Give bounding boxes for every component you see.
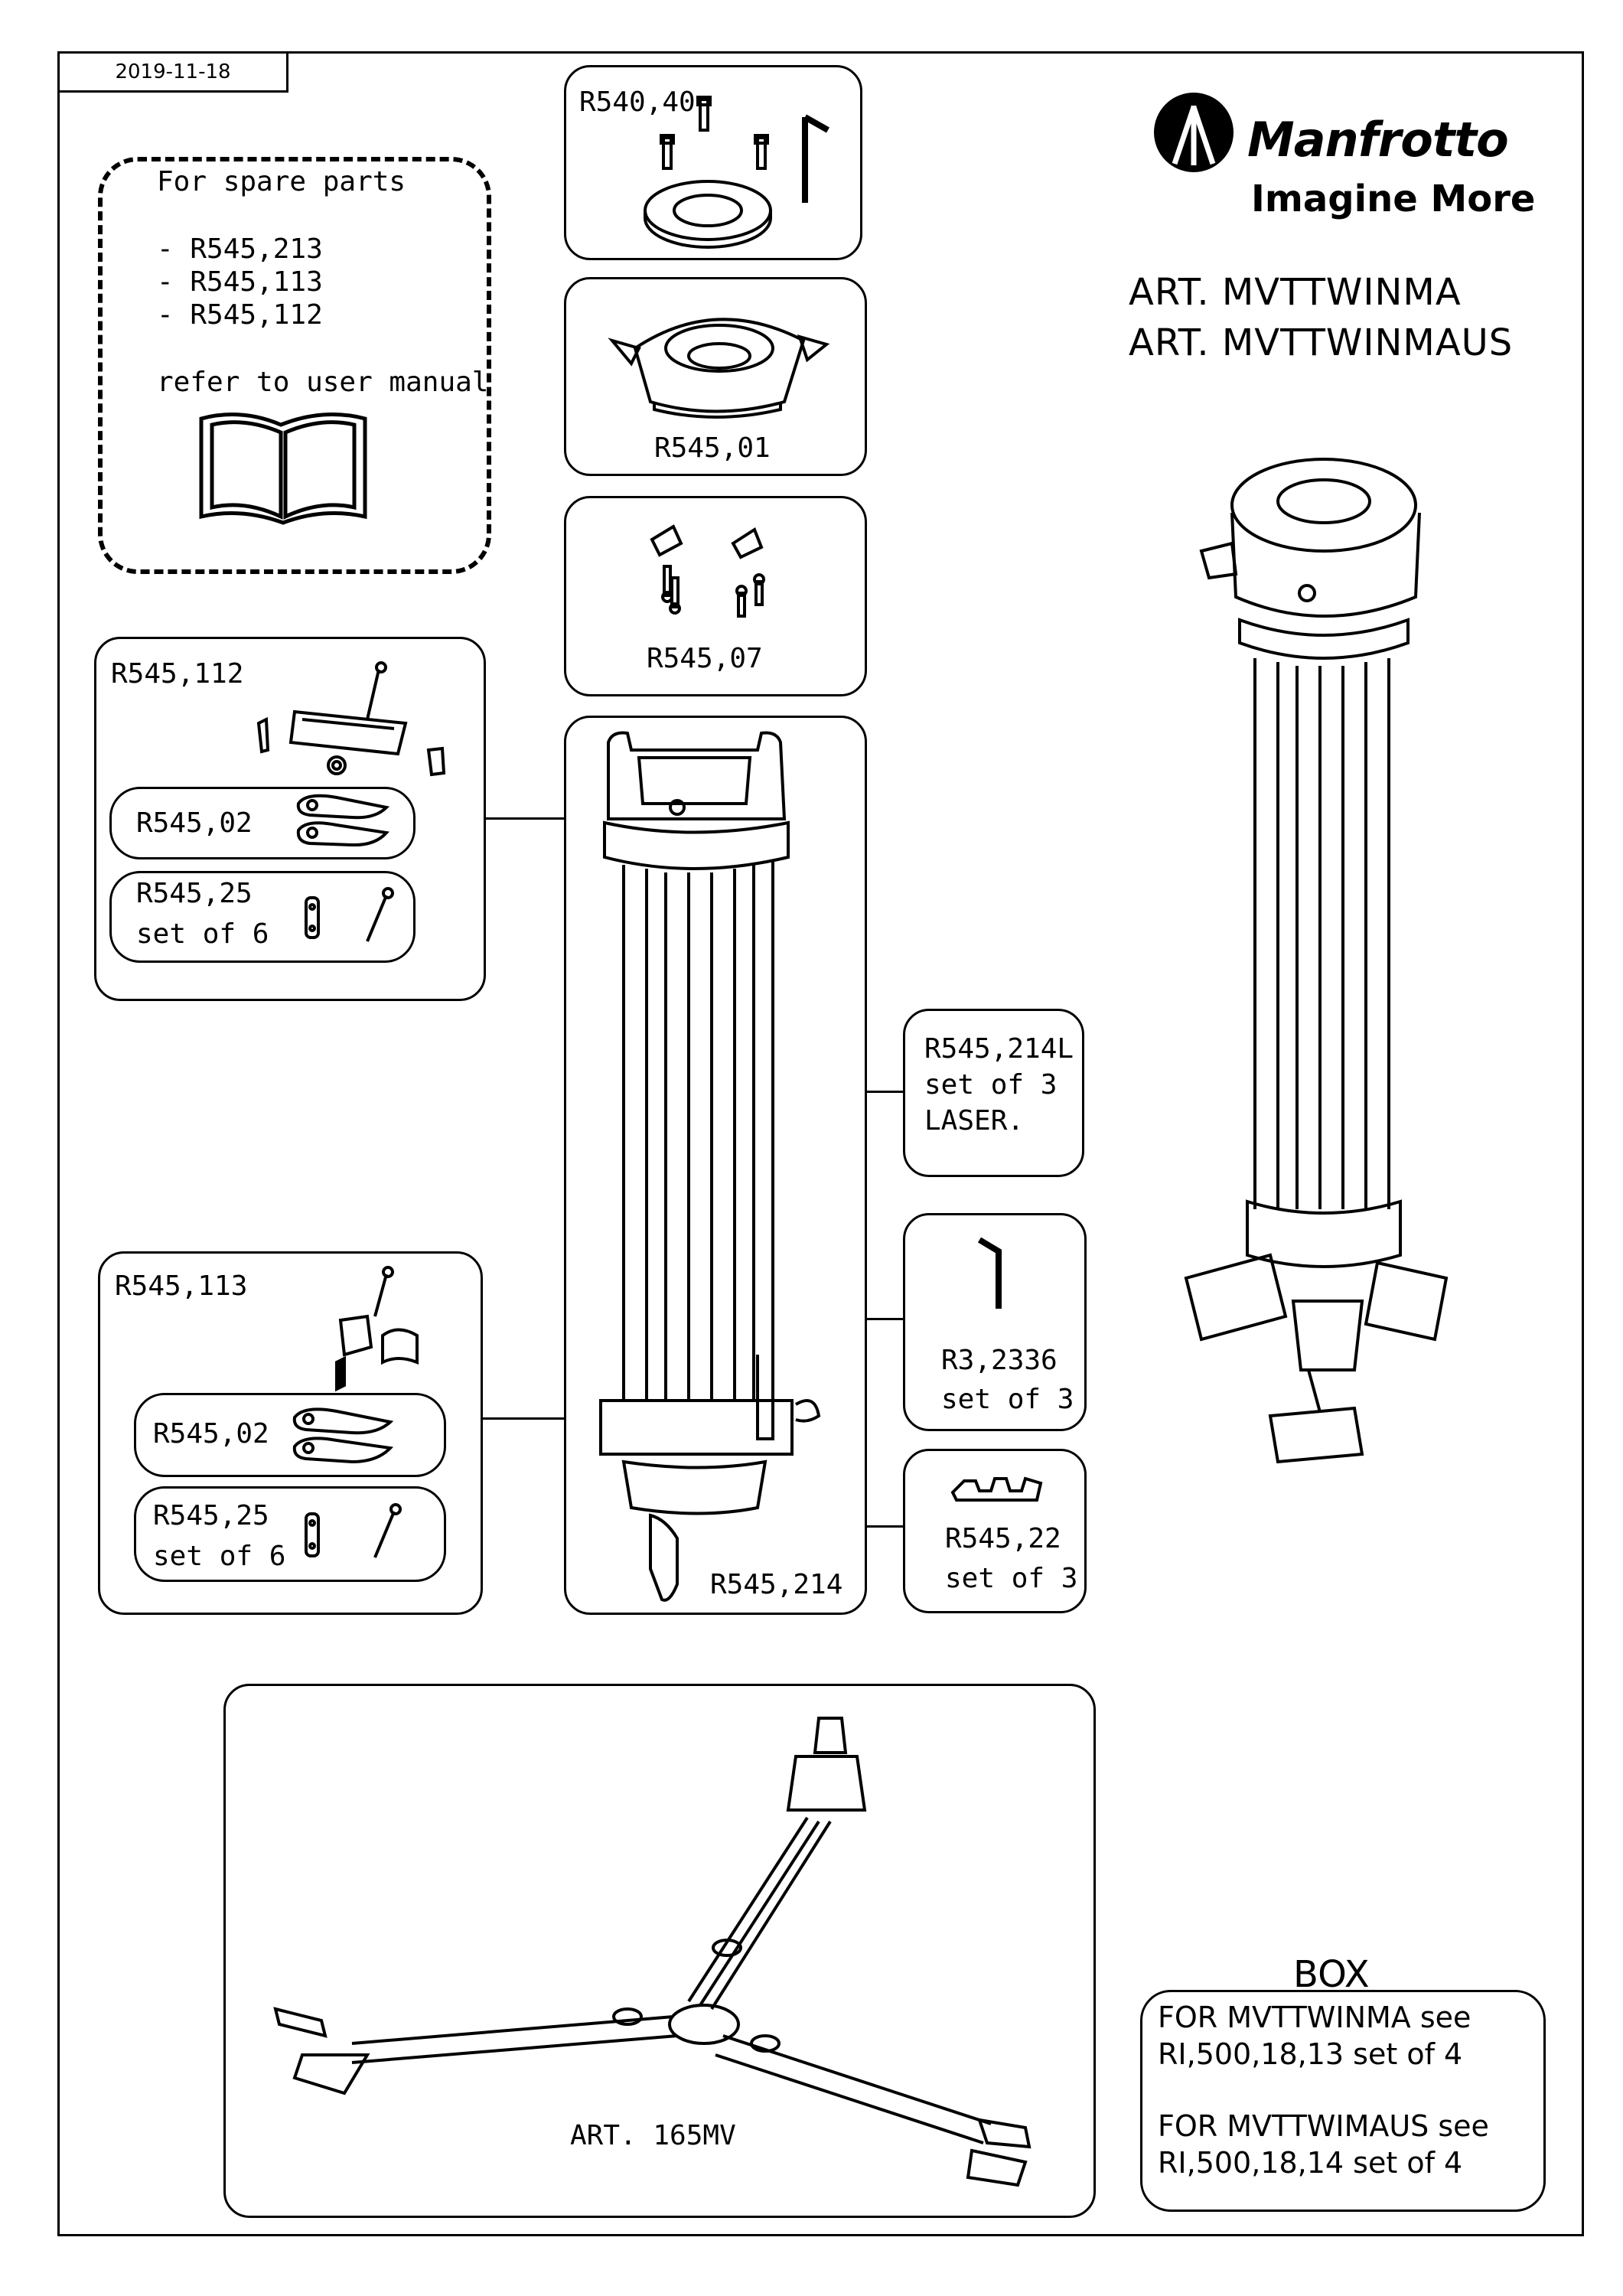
spare-parts-note: refer to user manual <box>157 367 489 398</box>
spare-parts-item: - R545,113 <box>157 266 323 298</box>
ground-spreader-icon <box>253 1695 1064 2200</box>
manfrotto-logo-icon <box>1154 93 1234 172</box>
clip-icon <box>949 1469 1048 1508</box>
part-label: set of 3 <box>941 1384 1074 1415</box>
hex-key-icon <box>972 1232 1018 1316</box>
part-box-r545-02-a <box>109 787 416 859</box>
part-box-r540-40 <box>564 65 862 260</box>
part-label: R3,2336 <box>941 1345 1058 1376</box>
box-line: RI,500,18,13 set of 4 <box>1158 2037 1463 2071</box>
box-line: FOR MVTTWIMAUS see <box>1158 2109 1489 2143</box>
spare-parts-item: - R545,213 <box>157 233 323 265</box>
article-code-2: ART. MVTTWINMAUS <box>1129 321 1514 364</box>
part-box-r545-22 <box>903 1449 1087 1613</box>
clamp-pieces-with-screws-icon <box>643 520 796 620</box>
article-code-1: ART. MVTTWINMA <box>1129 271 1462 314</box>
part-box-r545-214l <box>903 1009 1084 1177</box>
brand-tagline: Imagine More <box>1251 178 1536 220</box>
part-label: set of 3 <box>924 1069 1058 1101</box>
pin-and-screw-icon <box>295 884 402 953</box>
part-label: R545,214 <box>710 1569 843 1600</box>
part-label: R545,02 <box>136 807 253 839</box>
brand-name: Manfrotto <box>1247 112 1509 168</box>
connector-line <box>483 1417 564 1420</box>
part-box-r545-02-b <box>134 1393 446 1477</box>
tripod-leg-icon <box>593 727 830 1607</box>
page-frame <box>57 51 1584 2236</box>
part-label: R545,07 <box>647 643 763 674</box>
leg-bracket-assembly-icon <box>245 658 451 788</box>
assembled-tripod-icon <box>1171 444 1462 1469</box>
spreader-label: ART. 165MV <box>570 2120 736 2151</box>
tripod-top-casting-icon <box>601 287 838 425</box>
box-info-panel <box>1140 1990 1546 2212</box>
spare-parts-box <box>98 157 491 574</box>
box-line: RI,500,18,14 set of 4 <box>1158 2146 1463 2180</box>
connector-line <box>867 1525 903 1528</box>
part-box-r545-25-b <box>134 1486 446 1582</box>
connector-line <box>486 817 564 820</box>
box-line: FOR MVTTWINMA see <box>1158 2001 1471 2034</box>
connector-line <box>867 1318 903 1320</box>
part-label: set of 6 <box>153 1541 286 1572</box>
part-label: R545,112 <box>111 658 244 690</box>
part-label: R545,25 <box>153 1500 269 1531</box>
date-stamp: 2019-11-18 <box>57 51 288 93</box>
part-label: LASER. <box>924 1105 1025 1137</box>
spare-parts-item: - R545,112 <box>157 299 323 331</box>
part-label: R545,113 <box>115 1270 248 1302</box>
part-label: set of 3 <box>945 1563 1078 1594</box>
user-manual-book-icon <box>195 402 371 528</box>
pin-and-screw-icon <box>291 1500 413 1569</box>
spreader-box <box>223 1684 1096 2218</box>
spare-parts-title: For spare parts <box>157 166 406 197</box>
mounting-plate-with-screws-icon <box>627 88 849 249</box>
part-box-r545-25-a <box>109 871 416 963</box>
part-label: R545,214L <box>924 1033 1074 1065</box>
box-title: BOX <box>1293 1953 1370 1996</box>
part-label: R545,02 <box>153 1418 269 1450</box>
part-label: R545,22 <box>945 1523 1061 1554</box>
part-label: R545,25 <box>136 878 253 909</box>
part-label: R545,01 <box>654 432 771 464</box>
lock-clamp-assembly-icon <box>314 1263 429 1393</box>
hook-lever-icon <box>291 788 406 857</box>
part-box-r545-214 <box>564 716 867 1615</box>
connector-line <box>867 1091 903 1093</box>
part-box-r545-07 <box>564 496 867 696</box>
part-box-r545-01 <box>564 277 867 476</box>
hook-lever-icon <box>287 1401 409 1473</box>
part-label: set of 6 <box>136 918 269 950</box>
part-label: R540,40 <box>579 86 696 118</box>
